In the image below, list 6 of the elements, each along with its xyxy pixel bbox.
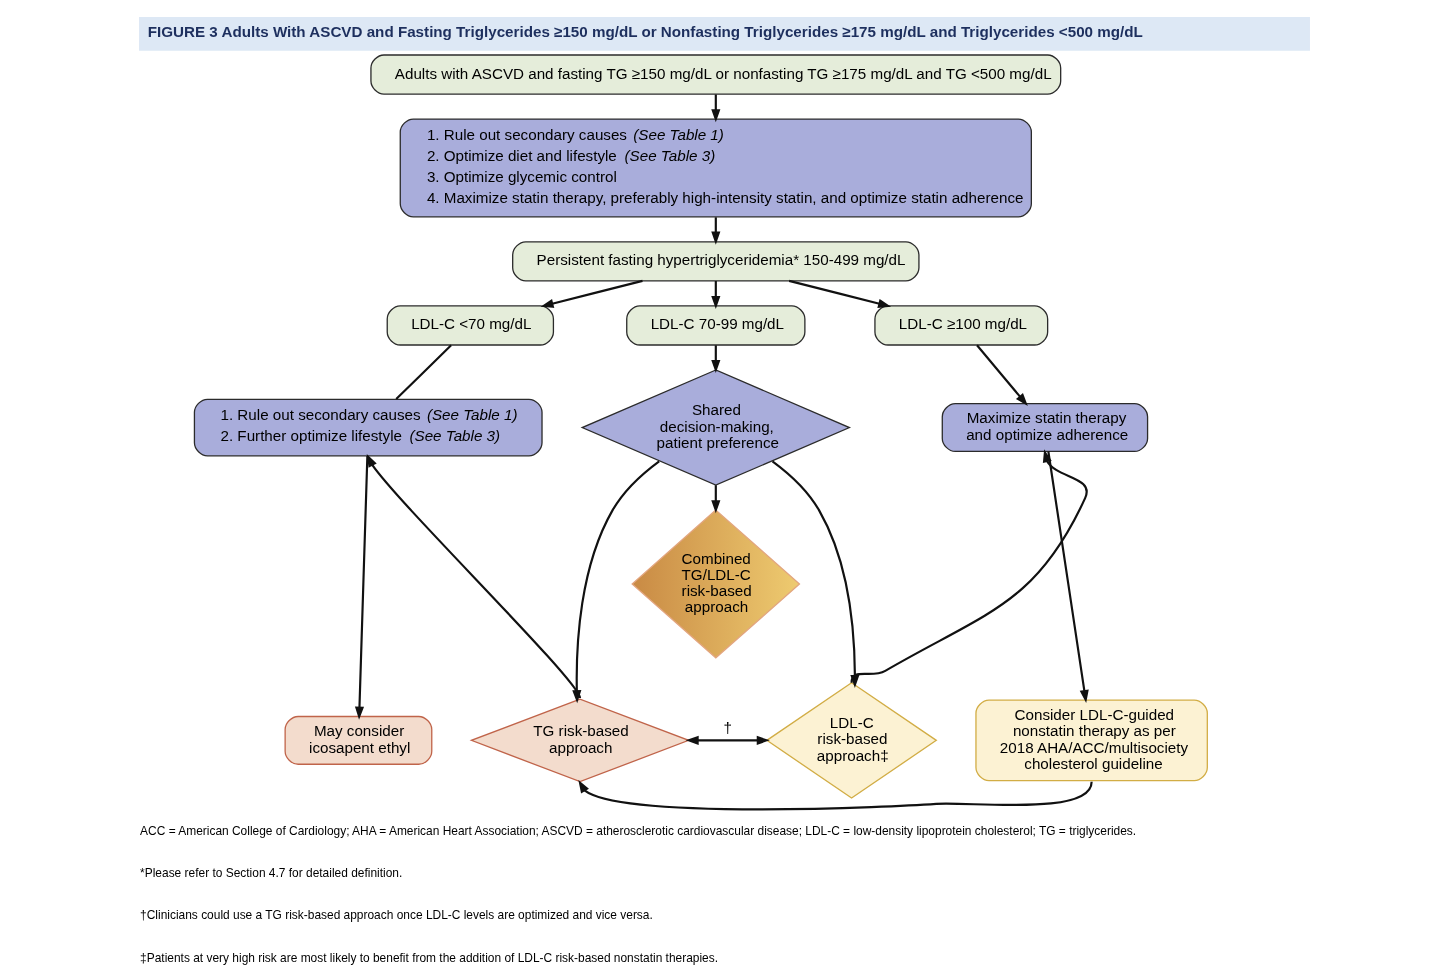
- label: ACC = American College of Cardiology; AHA = American Heart Association; ASCVD = atherosclerotic cardiovascular disease; LDL-C = low-density lipoprotein cholesterol; TG = triglycerides.: [140, 823, 1137, 838]
- label: †Clinicians could use a TG risk-based approach once LDL-C levels are optimized and vice versa.: [140, 908, 653, 923]
- edge-label: †: [723, 718, 732, 736]
- label: ‡Patients at very high risk are most likely to benefit from the addition of LDL-C risk-based nonstatin therapies.: [140, 950, 719, 965]
- diagram-title: FIGURE 3 Adults With ASCVD and Fasting Triglycerides ≥150 mg/dL or Nonfasting Triglycerides ≥175 mg/dL and Triglycerides <500 mg/dL: [147, 23, 1143, 41]
- label: *Please refer to Section 4.7 for detailed definition.: [140, 866, 403, 881]
